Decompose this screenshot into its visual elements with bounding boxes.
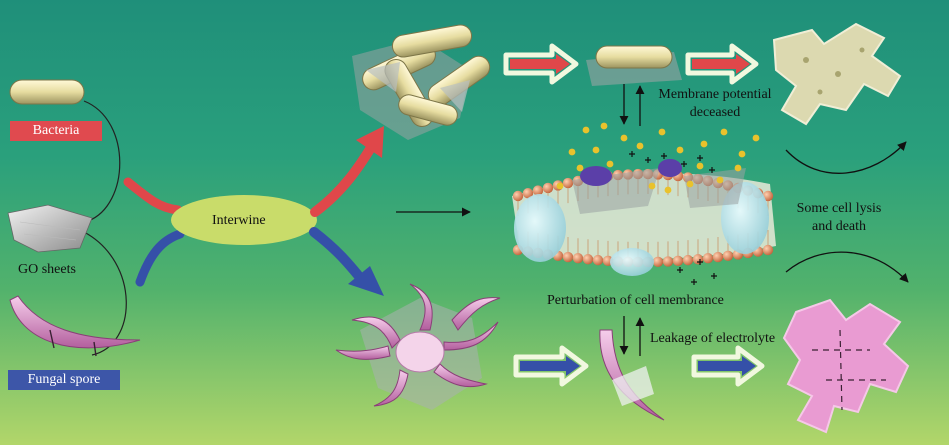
- lipid-head: [562, 177, 574, 189]
- lipid-head: [692, 254, 704, 265]
- ion-dot: [738, 150, 746, 158]
- ion-dot: [696, 162, 704, 170]
- go-sheet-texture: [19, 221, 81, 241]
- red-arrow-up-head: [356, 126, 384, 158]
- go-sheet-icon: [7, 204, 93, 253]
- plus-charge-icon: [697, 259, 703, 265]
- lysed-bacteria-cluster: [772, 22, 902, 126]
- ion-dot: [720, 128, 728, 136]
- lipid-head: [662, 256, 674, 267]
- plus-charge-icon: [629, 151, 635, 157]
- plus-charge-icon: [711, 273, 717, 279]
- blue-outline-arrow-1: [513, 345, 589, 387]
- plus-charge-icon: [697, 155, 703, 161]
- blue-arrow-down-head: [348, 266, 384, 296]
- ion-dot: [606, 160, 614, 168]
- lipid-head: [652, 256, 664, 267]
- lipid-head: [682, 254, 694, 266]
- cell-lysis-label-line1: Some cell lysis: [796, 201, 882, 216]
- lipid-head: [712, 251, 724, 263]
- lipid-head: [582, 254, 594, 265]
- lysis-arrow-down: [785, 251, 909, 283]
- fungal-spore-on-go-sheet: [599, 329, 665, 421]
- lipid-head: [702, 253, 714, 264]
- ion-dot: [734, 164, 742, 172]
- blue-swoosh-in: [135, 229, 185, 287]
- ion-dot: [582, 126, 590, 134]
- lipid-head: [762, 244, 774, 256]
- lipid-head: [522, 188, 534, 199]
- red-outline-arrow-2: [685, 43, 759, 85]
- ion-dot: [686, 180, 694, 188]
- ion-dot: [658, 128, 666, 136]
- ion-dot: [600, 122, 608, 130]
- ion-dot: [676, 146, 684, 154]
- ion-dots: [556, 122, 760, 285]
- ion-dot: [556, 182, 564, 190]
- lipid-head: [722, 250, 734, 261]
- ion-dot: [636, 142, 644, 150]
- fungal-go-aggregate: [335, 283, 501, 410]
- lipid-head: [542, 182, 554, 194]
- interwine-label: Interwine: [212, 213, 266, 228]
- ion-dot: [592, 146, 600, 154]
- red-outline-arrow-1: [503, 43, 579, 85]
- connector-bacteria-go: [83, 100, 121, 222]
- bacteria-go-aggregate: [352, 24, 491, 140]
- cell-membrane-bilayer: [512, 159, 776, 276]
- bacteria-cell: [9, 79, 85, 105]
- red-swoosh-in: [123, 177, 183, 215]
- blue-arrow-down: [309, 227, 367, 285]
- plus-charge-icon: [691, 279, 697, 285]
- perturbation-label: Perturbation of cell membrance: [547, 293, 724, 308]
- cell-lysis-label-line2: and death: [811, 219, 867, 234]
- ion-dot: [576, 164, 584, 172]
- ion-dot: [700, 140, 708, 148]
- bacteria-tag: [10, 121, 102, 141]
- red-arrow-up: [310, 141, 377, 217]
- membrane-potential-label-line1: Membrane potential: [658, 87, 772, 102]
- fungal-spore-label: Fungal spore: [27, 372, 101, 387]
- ion-dot: [664, 186, 672, 194]
- lysis-arrow-up: [785, 141, 907, 174]
- lipid-head: [672, 255, 684, 267]
- ion-dot: [620, 134, 628, 142]
- bacterium-on-go-sheet: [586, 45, 682, 86]
- plus-charge-icon: [661, 153, 667, 159]
- lipid-head: [592, 254, 604, 266]
- ion-dot: [752, 134, 760, 142]
- lipid-head: [572, 253, 584, 264]
- ion-dot: [648, 182, 656, 190]
- connector-go-spore: [83, 231, 127, 356]
- plus-charge-icon: [709, 167, 715, 173]
- interwine-ellipse: [171, 195, 317, 245]
- ion-dot: [716, 176, 724, 184]
- lipid-head: [532, 185, 544, 196]
- bacteria-label: Bacteria: [32, 123, 80, 138]
- ion-dot: [568, 148, 576, 156]
- lipid-head: [512, 190, 524, 202]
- lysed-fungus-cluster: [782, 298, 910, 434]
- go-sheets-label: GO sheets: [18, 262, 76, 277]
- lipid-head: [562, 251, 574, 263]
- membrane-potential-label-line2: deceased: [689, 105, 741, 120]
- blue-outline-arrow-2: [691, 345, 765, 387]
- leakage-label: Leakage of electrolyte: [650, 331, 776, 346]
- fungal-spore-tag: [8, 370, 120, 390]
- fungal-spore-cell: [9, 295, 141, 349]
- lipid-head: [762, 190, 774, 202]
- plus-charge-icon: [681, 161, 687, 167]
- fungal-spore-septa: [49, 329, 97, 357]
- plus-charge-icon: [645, 157, 651, 163]
- plus-charge-icon: [677, 267, 683, 273]
